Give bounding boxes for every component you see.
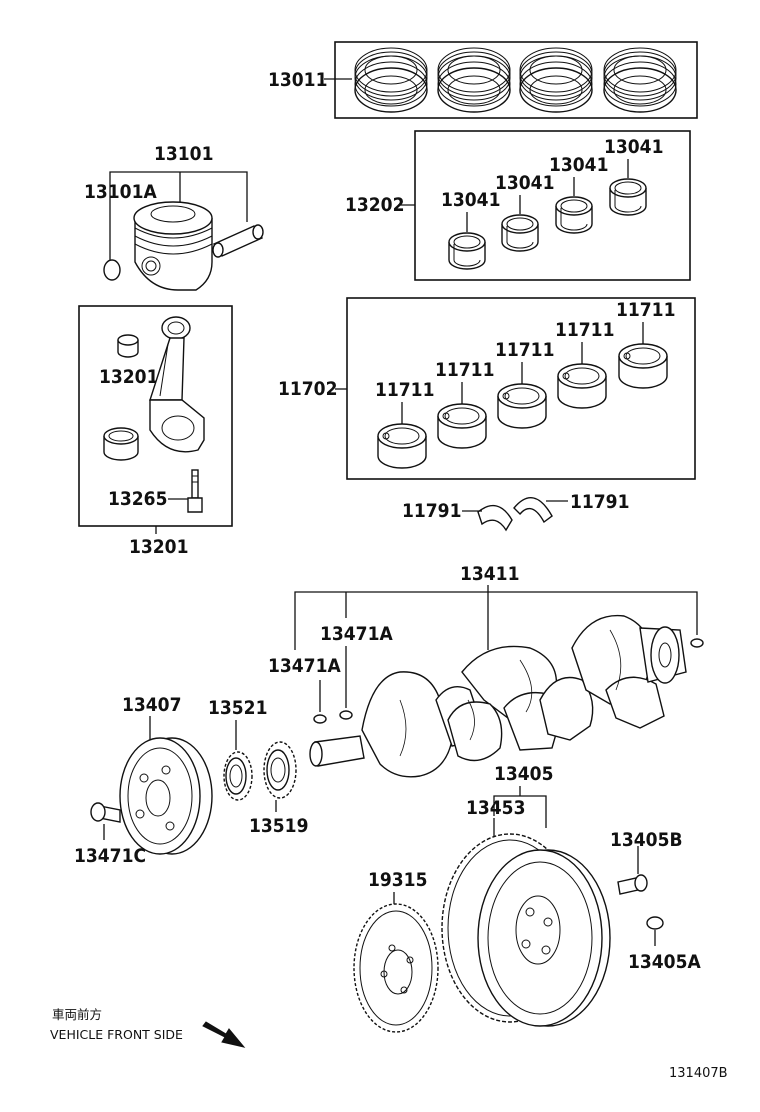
label-13041-b: 13041 [495,172,554,194]
label-13471C: 13471C [74,845,146,867]
label-11711-e: 11711 [616,299,675,321]
conn-rod-bearing [501,214,539,252]
main-bearing-set: 11702 [278,297,696,480]
conn-rod-bearing-set: 13202 13041 13041 13041 13041 [345,130,691,281]
crank-key [313,714,327,724]
label-13471A-lower: 13471A [268,655,341,677]
label-13521: 13521 [208,697,267,719]
label-13101A: 13101A [84,181,157,203]
drive-plate [353,903,439,1033]
main-bearing [497,383,547,429]
label-11711-a: 11711 [375,379,434,401]
label-13407: 13407 [122,694,181,716]
main-bearing [377,423,427,469]
main-bearing [437,403,487,449]
thrust-washer-left [477,504,513,532]
crank-pulley [119,737,213,855]
label-13405: 13405 [494,763,553,785]
piston-assembly: 13101 13101A [84,143,264,291]
label-13041-d: 13041 [604,136,663,158]
label-13405B: 13405B [610,829,683,851]
piston-pin [212,224,264,258]
label-13201: 13201 [129,536,188,558]
label-11791-right: 11791 [570,491,629,513]
crank-pulley-assembly: 13407 13471C [74,694,213,867]
flywheel [477,849,611,1027]
piston-ring-group [437,47,511,113]
thrust-washer-right [513,497,553,524]
rod-bolt [187,469,203,513]
label-11791-left: 11791 [402,500,461,522]
vehicle-front-english: VEHICLE FRONT SIDE [50,1027,183,1042]
rod-cap-bearing [103,427,139,461]
timing-sprocket [223,751,253,801]
thrust-washers: 11791 11791 [402,491,629,532]
label-13265: 13265 [108,488,167,510]
crank-pin [690,638,704,648]
label-11711-d: 11711 [555,319,614,341]
label-13519: 13519 [249,815,308,837]
piston-ring-set: 13011 [268,41,698,119]
flywheel-pin [646,916,664,930]
rod-bushing [117,334,139,358]
illustration-code: 131407B [669,1066,728,1081]
piston-ring-group [519,47,593,113]
piston-ring-set-box [334,41,698,119]
piston-ring-group [603,47,677,113]
label-13201A: 13201A [99,366,172,388]
connecting-rod-assembly: 13201A 13265 13201 [78,305,233,558]
piston [133,201,213,291]
connecting-rod [149,316,205,453]
label-13453: 13453 [466,797,525,819]
pulley-bolt [90,802,121,823]
main-bearing [557,363,607,409]
flywheel-bolt [617,874,648,895]
main-bearing [618,343,668,389]
label-13041-c: 13041 [549,154,608,176]
label-13405A: 13405A [628,951,701,973]
front-direction-arrow-icon [202,1021,246,1048]
label-13041-a: 13041 [441,189,500,211]
snap-ring [103,259,121,281]
conn-rod-bearing [609,178,647,216]
drive-plate-assembly: 19315 [353,869,439,1033]
label-13471A-upper: 13471A [320,623,393,645]
piston-ring-group [354,47,428,113]
label-19315: 19315 [368,869,427,891]
conn-rod-bearing [555,196,593,234]
crankshaft [309,614,687,778]
label-13101: 13101 [154,143,213,165]
label-11711-c: 11711 [495,339,554,361]
label-13202: 13202 [345,194,404,216]
conn-rod-bearing [448,232,486,270]
label-11702: 11702 [278,378,337,400]
crank-key [339,710,353,720]
vehicle-front-japanese: 車両前方 [52,1007,102,1022]
label-13011: 13011 [268,69,327,91]
label-11711-b: 11711 [435,359,494,381]
flywheel-assembly: 13405 13453 13405B 13405A [441,763,701,1027]
vehicle-front-indicator: 車両前方 VEHICLE FRONT SIDE [50,1007,246,1048]
crankshaft-assembly: 13411 13471A 13471A [268,563,704,778]
timing-sprocket-assembly: 13521 13519 [208,697,308,837]
oil-pump-drive-gear [263,741,297,799]
label-13411: 13411 [460,563,519,585]
